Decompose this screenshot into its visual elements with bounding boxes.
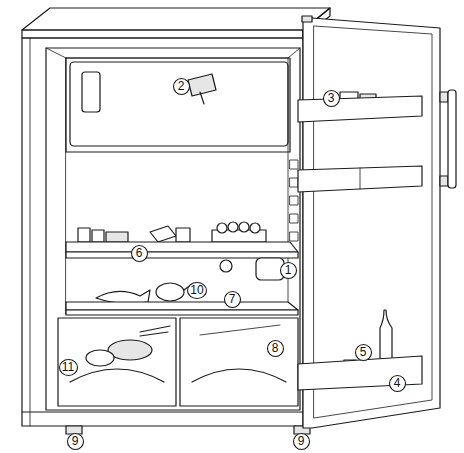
callout-circle: 6 (131, 245, 148, 262)
callout-circle: 7 (224, 291, 241, 308)
callout-circle: 3 (323, 90, 340, 107)
callout-number: 7 (224, 291, 241, 308)
callout-number: 9 (293, 433, 310, 450)
callout-circle: 9 (293, 433, 310, 450)
callout-number: 5 (355, 344, 372, 361)
callout-circle: 8 (267, 340, 284, 357)
callout-number: 3 (323, 90, 340, 107)
callout-circle: 4 (389, 375, 406, 392)
callout-circle: 2 (173, 78, 190, 95)
callout-circle: 10 (187, 282, 207, 299)
callout-number: 4 (389, 375, 406, 392)
callout-number: 8 (267, 340, 284, 357)
callout-number: 11 (59, 359, 78, 376)
callout-circle: 9 (67, 433, 84, 450)
callout-number: 6 (131, 245, 148, 262)
callout-number: 2 (173, 78, 190, 95)
callout-circle: 11 (59, 359, 78, 376)
callout-circle: 1 (280, 262, 297, 279)
callout-number: 10 (187, 282, 207, 299)
callout-number: 1 (280, 262, 297, 279)
callout-number: 9 (67, 433, 84, 450)
callout-circle: 5 (355, 344, 372, 361)
